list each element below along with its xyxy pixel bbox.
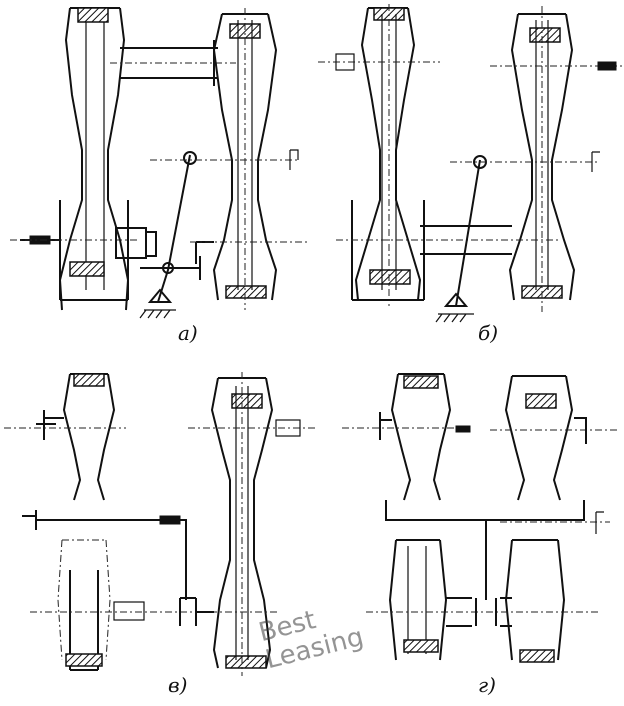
- panel-label-b: б): [478, 321, 498, 345]
- panel-label-a: а): [178, 321, 198, 345]
- panel-g: г): [342, 373, 620, 697]
- panel-v: в): [4, 372, 318, 697]
- panel-label-g: г): [478, 673, 496, 697]
- panel-a: а): [10, 7, 310, 345]
- panel-label-v: в): [168, 673, 187, 697]
- panel-b: б): [318, 4, 622, 345]
